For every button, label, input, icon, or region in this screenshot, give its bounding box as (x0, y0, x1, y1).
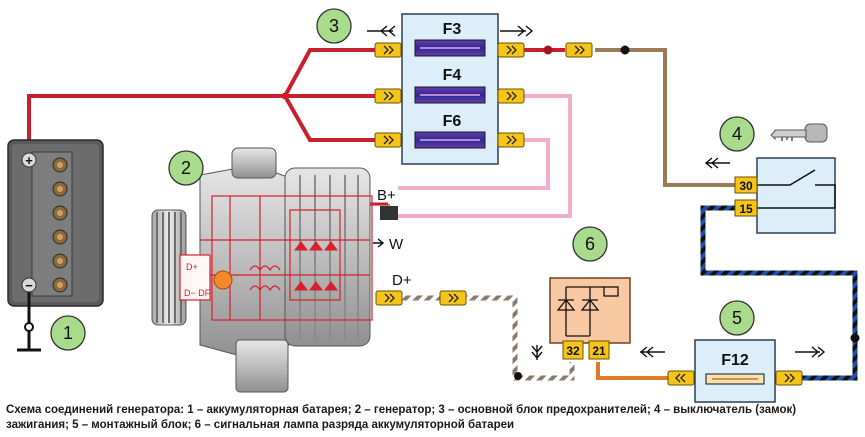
fuse-f12-label: F12 (721, 352, 749, 369)
switch-terminal-15 (734, 199, 758, 217)
switch-terminal-30 (734, 176, 758, 194)
fuse-f4-label: F4 (443, 67, 462, 84)
callout-1-label: 1 (63, 323, 73, 343)
voltage-regulator (179, 254, 211, 301)
lamp-terminal-32 (562, 340, 584, 360)
regulator-d-minus-df-label: D− DF (184, 288, 211, 298)
callout-6-label: 6 (585, 234, 595, 254)
wire-battery-positive (27, 94, 285, 148)
lamp-terminal-21 (588, 340, 610, 360)
wire-red-fork-f3 (283, 48, 378, 97)
wire-pink-f6-out (398, 138, 550, 190)
wire-f12-to-lamp21 (596, 362, 690, 380)
diode-bridge (294, 241, 338, 291)
fuse-block: F3 F4 F6 (401, 13, 499, 165)
callout-2-label: 2 (181, 158, 191, 178)
regulator-d-plus-label: D+ (186, 262, 198, 272)
b-plus-stud (380, 206, 398, 220)
connectors (374, 42, 803, 386)
terminal-w-label: W (389, 236, 404, 253)
junction-dot-f3-red (543, 45, 553, 55)
junction-dot-f3-brown (620, 45, 630, 55)
callout-1-circle (50, 315, 86, 351)
callout-5-circle (719, 300, 755, 336)
battery: + − (7, 139, 104, 307)
fuse-f3 (414, 39, 486, 57)
callout-4-circle (719, 116, 755, 152)
switch-terminal-30-label: 30 (739, 179, 753, 193)
mounting-block: F12 (694, 339, 776, 403)
direction-arrows (367, 25, 826, 360)
fuse-f4 (414, 86, 486, 104)
rotor-brush (213, 270, 233, 290)
wire-switch15-to-f12 (700, 205, 858, 381)
battery-plus-label: + (25, 153, 33, 168)
wire-dplus-to-lamp32 (378, 295, 575, 381)
wire-pink-f4-out (398, 94, 572, 218)
terminal-b-plus-label: B+ (377, 187, 396, 204)
callout-3-circle (316, 8, 352, 44)
caption-line-2: зажигания; 5 – монтажный блок; 6 – сигна… (6, 419, 515, 431)
callouts (50, 8, 755, 351)
fuse-f6-label: F6 (443, 113, 462, 130)
lamp-terminal-32-label: 32 (566, 344, 580, 358)
switch-terminal-15-label: 15 (739, 202, 753, 216)
fuse-f6 (414, 131, 486, 149)
warning-lamp: 32 21 (549, 277, 631, 360)
generator-internal-circuit (200, 195, 390, 321)
fuse-f3-label: F3 (443, 21, 462, 38)
junction-dot-white (514, 372, 522, 380)
callout-5-label: 5 (732, 308, 742, 328)
lamp-terminal-21-label: 21 (592, 344, 606, 358)
callout-4-label: 4 (732, 124, 742, 144)
ignition-switch: 30 15 (734, 157, 836, 234)
diagram-caption: Схема соединений генератора: 1 – аккумул… (6, 403, 856, 433)
key-icon (770, 123, 828, 143)
battery-minus-label: − (25, 278, 33, 293)
callout-2-circle (168, 150, 204, 186)
generator: D+ D− DF (151, 147, 398, 393)
caption-line-1: Схема соединений генератора: 1 – аккумул… (6, 404, 797, 416)
callout-6-circle (572, 226, 608, 262)
connector-chevrons (383, 45, 795, 383)
terminal-d-plus-label: D+ (392, 272, 412, 289)
junction-dot-blue (850, 333, 860, 343)
wire-brown-to-switch (595, 48, 735, 187)
battery-positive-terminal (21, 152, 37, 168)
callout-3-label: 3 (329, 16, 339, 36)
ground-symbol (17, 292, 41, 352)
junction-dot-fork (281, 92, 289, 100)
wire-red-fork-f6 (283, 95, 378, 142)
